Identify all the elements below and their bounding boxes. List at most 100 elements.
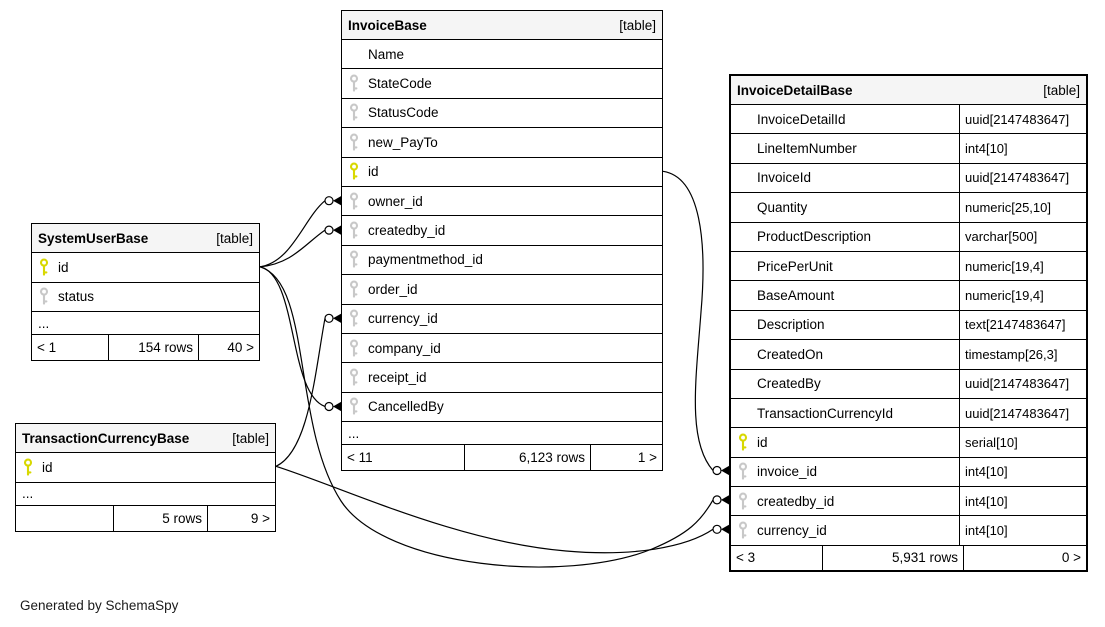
more-columns-indicator: ... bbox=[16, 483, 275, 506]
column-row: receipt_id bbox=[342, 363, 662, 393]
column-name: order_id bbox=[368, 281, 418, 297]
column-name: new_PayTo bbox=[368, 134, 438, 150]
table-header[interactable]: TransactionCurrencyBase [table] bbox=[16, 424, 275, 453]
table-node-systemuserbase[interactable]: SystemUserBase [table] id status ... < 1… bbox=[31, 223, 260, 361]
column-name: StatusCode bbox=[368, 105, 439, 121]
column-type: int4[10] bbox=[959, 487, 1086, 516]
column-type: uuid[2147483647] bbox=[959, 398, 1086, 428]
edge-arrowhead bbox=[333, 225, 341, 235]
primary-key-icon bbox=[39, 258, 49, 276]
column-row: invoice_id int4[10] bbox=[731, 457, 1086, 488]
more-columns-indicator: ... bbox=[32, 312, 259, 335]
fk-relationship-edge bbox=[259, 229, 326, 268]
footer-row-count: 5,931 rows bbox=[822, 545, 963, 570]
column-name: StateCode bbox=[368, 76, 432, 92]
table-type-tag: [table] bbox=[1043, 82, 1080, 98]
column-name: InvoiceDetailId bbox=[757, 111, 846, 127]
column-name: paymentmethod_id bbox=[368, 252, 483, 268]
foreign-key-icon bbox=[349, 280, 359, 298]
primary-key-icon bbox=[349, 162, 359, 180]
column-type: timestamp[26,3] bbox=[959, 340, 1086, 369]
column-row: StatusCode bbox=[342, 99, 662, 129]
foreign-key-icon bbox=[349, 104, 359, 122]
column-row: InvoiceDetailId uuid[2147483647] bbox=[731, 105, 1086, 135]
foreign-key-icon bbox=[349, 221, 359, 239]
column-name: createdby_id bbox=[757, 493, 835, 509]
column-name: id bbox=[757, 434, 768, 450]
zero-or-more-dot bbox=[712, 465, 722, 476]
table-type-tag: [table] bbox=[216, 230, 253, 246]
column-name: status bbox=[58, 289, 95, 305]
column-row: CancelledBy bbox=[342, 393, 662, 423]
zero-or-more-dot bbox=[324, 401, 334, 412]
zero-or-more-dot bbox=[324, 225, 334, 235]
foreign-key-icon bbox=[349, 309, 359, 327]
column-type: serial[10] bbox=[959, 428, 1086, 457]
column-row: id serial[10] bbox=[731, 428, 1086, 458]
column-row: InvoiceId uuid[2147483647] bbox=[731, 163, 1086, 194]
column-name: Description bbox=[757, 317, 825, 333]
foreign-key-icon bbox=[349, 192, 359, 210]
edge-arrowhead bbox=[333, 313, 341, 323]
fk-relationship-edge bbox=[275, 465, 714, 554]
column-type: uuid[2147483647] bbox=[959, 369, 1086, 398]
table-node-transactioncurrencybase[interactable]: TransactionCurrencyBase [table] id ... 5… bbox=[15, 423, 276, 532]
table-node-invoicebase[interactable]: InvoiceBase [table] Name StateCode Statu… bbox=[341, 10, 663, 472]
footer-row-count: 154 rows bbox=[108, 335, 198, 360]
foreign-key-icon bbox=[349, 250, 359, 269]
table-header[interactable]: SystemUserBase [table] bbox=[32, 224, 259, 253]
foreign-key-icon bbox=[39, 287, 49, 305]
edge-arrowhead bbox=[721, 495, 729, 505]
fk-relationship-edge bbox=[259, 200, 326, 268]
column-row: ProductDescription varchar[500] bbox=[731, 222, 1086, 252]
table-type-tag: [table] bbox=[619, 17, 656, 33]
table-header[interactable]: InvoiceBase [table] bbox=[342, 11, 662, 40]
column-type: int4[10] bbox=[959, 457, 1086, 487]
column-row: Description text[2147483647] bbox=[731, 310, 1086, 341]
column-row: currency_id int4[10] bbox=[731, 516, 1086, 546]
column-name: CreatedBy bbox=[757, 376, 821, 392]
foreign-key-icon bbox=[349, 368, 359, 386]
table-title: SystemUserBase bbox=[38, 230, 149, 246]
column-row: LineItemNumber int4[10] bbox=[731, 134, 1086, 164]
column-name: receipt_id bbox=[368, 369, 427, 385]
column-row: Name bbox=[342, 40, 662, 70]
table-footer: < 1 154 rows 40 > bbox=[32, 335, 259, 360]
primary-key-icon bbox=[23, 458, 33, 476]
primary-key-icon bbox=[738, 433, 748, 451]
table-title: InvoiceBase bbox=[348, 17, 427, 33]
column-row: Quantity numeric[25,10] bbox=[731, 193, 1086, 223]
foreign-key-icon bbox=[738, 492, 748, 510]
column-row: new_PayTo bbox=[342, 128, 662, 158]
foreign-key-icon bbox=[349, 339, 359, 357]
column-type: text[2147483647] bbox=[959, 310, 1086, 340]
column-name: currency_id bbox=[757, 523, 827, 539]
column-name: ProductDescription bbox=[757, 229, 872, 245]
table-node-invoicedetailbase[interactable]: InvoiceDetailBase [table] InvoiceDetailI… bbox=[729, 74, 1088, 572]
fk-relationship-edge bbox=[259, 266, 326, 408]
fk-relationship-edge bbox=[275, 318, 326, 467]
edge-arrowhead bbox=[721, 465, 729, 476]
column-row: PricePerUnit numeric[19,4] bbox=[731, 251, 1086, 282]
table-title: InvoiceDetailBase bbox=[737, 82, 853, 98]
column-row: company_id bbox=[342, 334, 662, 364]
column-name: CreatedOn bbox=[757, 346, 824, 362]
column-row: TransactionCurrencyId uuid[2147483647] bbox=[731, 398, 1086, 429]
table-header[interactable]: InvoiceDetailBase [table] bbox=[731, 76, 1086, 105]
generator-credit-label: Generated by SchemaSpy bbox=[20, 598, 179, 613]
column-name: LineItemNumber bbox=[757, 141, 857, 157]
column-name: Quantity bbox=[757, 199, 808, 215]
column-row: status bbox=[32, 283, 259, 312]
column-row: CreatedOn timestamp[26,3] bbox=[731, 340, 1086, 370]
edge-arrowhead bbox=[721, 524, 729, 534]
column-name: owner_id bbox=[368, 193, 423, 209]
column-type: numeric[25,10] bbox=[959, 193, 1086, 222]
column-name: id bbox=[58, 259, 69, 275]
zero-or-more-dot bbox=[324, 313, 334, 323]
column-row: owner_id bbox=[342, 187, 662, 217]
column-type: int4[10] bbox=[959, 134, 1086, 163]
footer-parents-count: 40 > bbox=[198, 335, 259, 360]
column-row: StateCode bbox=[342, 69, 662, 99]
column-name: company_id bbox=[368, 340, 441, 356]
